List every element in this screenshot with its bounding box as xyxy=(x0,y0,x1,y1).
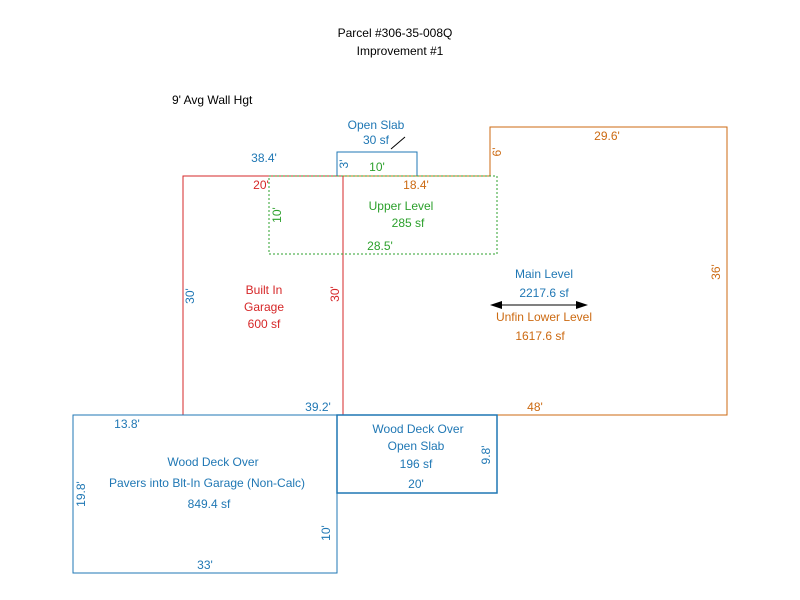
deck-slab-bottom-dimension: 20' xyxy=(408,477,424,491)
open-slab-width: 10' xyxy=(369,160,385,174)
garage-outline xyxy=(182,175,344,415)
upper-level-bottom-dimension: 28.5' xyxy=(367,239,393,253)
lower-level-area: 1617.6 sf xyxy=(515,329,565,343)
open-slab-leader xyxy=(390,136,406,150)
deck-pavers-right-dimension: 10' xyxy=(319,525,333,541)
double-arrow-icon xyxy=(490,301,588,309)
open-slab-outline xyxy=(336,151,418,176)
deck-pavers-top-dimension: 13.8' xyxy=(114,417,140,431)
main-step-top-dimension: 18.4' xyxy=(403,178,429,192)
upper-level-area: 285 sf xyxy=(392,216,425,230)
main-bottom-dimension: 48' xyxy=(527,400,543,414)
deck-pavers-bottom-dimension: 33' xyxy=(197,558,213,572)
wall-height-note: 9' Avg Wall Hgt xyxy=(172,93,253,107)
upper-level-left-dimension: 10' xyxy=(270,207,284,223)
improvement-title: Improvement #1 xyxy=(357,44,444,58)
open-slab-area: 30 sf xyxy=(363,133,390,147)
main-right-dimension: 36' xyxy=(709,264,723,280)
main-level-area: 2217.6 sf xyxy=(519,286,569,300)
overall-bottom-dimension: 39.2' xyxy=(305,400,331,414)
open-slab-name: Open Slab xyxy=(348,118,405,132)
parcel-title: Parcel #306-35-008Q xyxy=(338,26,453,40)
deck-pavers-area: 849.4 sf xyxy=(188,497,231,511)
lower-level-name: Unfin Lower Level xyxy=(496,310,592,324)
deck-pavers-outline xyxy=(72,414,338,574)
garage-left-dimension: 30' xyxy=(183,288,197,304)
main-top-dimension: 29.6' xyxy=(594,129,620,143)
garage-area: 600 sf xyxy=(248,317,281,331)
main-level-name: Main Level xyxy=(515,267,573,281)
deck-pavers-name-line2: Pavers into Blt-In Garage (Non-Calc) xyxy=(109,476,305,490)
garage-top-dimension: 20' xyxy=(253,178,269,192)
deck-slab-area: 196 sf xyxy=(400,457,433,471)
deck-slab-name-line2: Open Slab xyxy=(388,439,445,453)
overall-top-dimension: 38.4' xyxy=(251,151,277,165)
deck-slab-right-dimension: 9.8' xyxy=(479,446,493,465)
main-step-side-dimension: 6' xyxy=(490,148,504,157)
upper-level-outline xyxy=(268,175,498,255)
open-slab-height: 3' xyxy=(337,160,351,169)
garage-right-dimension: 30' xyxy=(328,286,342,302)
deck-slab-name-line1: Wood Deck Over xyxy=(372,422,463,436)
deck-slab-outline xyxy=(336,414,498,494)
garage-name-line2: Garage xyxy=(244,300,284,314)
deck-pavers-name-line1: Wood Deck Over xyxy=(167,455,258,469)
upper-level-name: Upper Level xyxy=(369,199,434,213)
deck-pavers-left-dimension: 19.8' xyxy=(74,481,88,507)
garage-name-line1: Built In xyxy=(246,283,283,297)
